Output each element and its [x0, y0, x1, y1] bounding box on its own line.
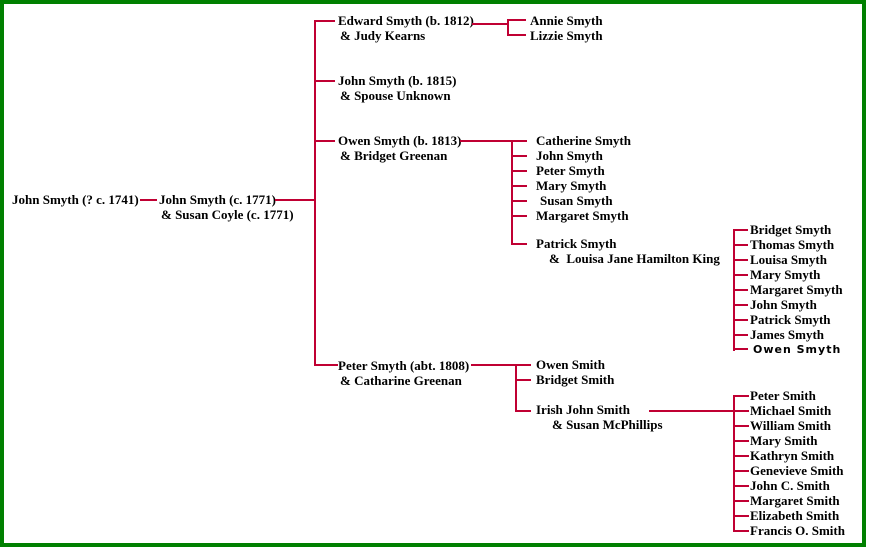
family-tree-frame: John Smyth (? c. 1741) John Smyth (c. 17… — [0, 0, 866, 547]
person-john-smyth-4: John Smyth — [750, 297, 817, 312]
person-bridget-smyth: Bridget Smyth — [750, 222, 832, 237]
person-james-smyth: James Smyth — [750, 327, 825, 342]
tick-peter-1808 — [315, 364, 338, 366]
tick-james-smyth — [733, 334, 748, 336]
person-patrick-smyth-4: Patrick Smyth — [750, 312, 831, 327]
tick-genevieve-smith — [733, 470, 749, 472]
person-bridget-smith: Bridget Smith — [536, 372, 615, 387]
tick-patrick — [511, 243, 527, 245]
tick-william-smith — [733, 425, 749, 427]
tick-john-1815 — [315, 80, 335, 82]
person-john-smyth-1815: John Smyth (b. 1815) — [338, 73, 457, 88]
tick-catherine — [511, 140, 527, 142]
tick-margaret-smyth-4 — [733, 289, 748, 291]
tick-mary — [511, 185, 527, 187]
connector-root-gen1 — [140, 199, 157, 201]
person-owen-smyth-1813: Owen Smyth (b. 1813) — [338, 133, 462, 148]
person-william-smith: William Smith — [750, 418, 832, 433]
tick-owen-smith — [515, 364, 531, 366]
tick-thomas-smyth — [733, 244, 748, 246]
person-margaret-smith: Margaret Smith — [750, 493, 840, 508]
person-genevieve-smith: Genevieve Smith — [750, 463, 844, 478]
spouse-judy-kearns: & Judy Kearns — [340, 28, 426, 43]
tick-susan — [511, 200, 527, 202]
person-peter-smith: Peter Smith — [750, 388, 816, 403]
person-peter-smyth-3: Peter Smyth — [536, 163, 605, 178]
tick-patrick-smyth-4 — [733, 319, 748, 321]
tick-louisa-smyth — [733, 259, 748, 261]
tick-margaret-smith — [733, 500, 749, 502]
person-mary-smyth-4: Mary Smyth — [750, 267, 821, 282]
person-owen-smyth-4: Owen Smyth — [753, 343, 842, 356]
person-elizabeth-smith: Elizabeth Smith — [750, 508, 840, 523]
person-lizzie-smyth: Lizzie Smyth — [530, 28, 603, 43]
person-patrick-smyth: Patrick Smyth — [536, 236, 617, 251]
connector-owen-children — [460, 140, 513, 142]
person-margaret-smyth-4: Margaret Smyth — [750, 282, 843, 297]
tick-peter-smith — [733, 395, 749, 397]
connector-peter-children — [471, 364, 517, 366]
person-catherine-smyth: Catherine Smyth — [536, 133, 631, 148]
person-john-smyth-3: John Smyth — [536, 148, 603, 163]
tick-bridget-smyth — [733, 229, 748, 231]
person-margaret-smyth-3: Margaret Smyth — [536, 208, 629, 223]
tick-john-c-smith — [733, 485, 749, 487]
tick-john — [511, 155, 527, 157]
tick-annie — [507, 19, 526, 21]
spouse-catharine-greenan: & Catharine Greenan — [340, 373, 462, 388]
spouse-susan-coyle: & Susan Coyle (c. 1771) — [161, 207, 294, 222]
spouse-louisa-king: & Louisa Jane Hamilton King — [549, 251, 720, 266]
person-owen-smith: Owen Smith — [536, 357, 605, 372]
person-john-smyth-1741: John Smyth (? c. 1741) — [12, 192, 139, 207]
tick-mary-smyth-4 — [733, 274, 748, 276]
person-louisa-smyth: Louisa Smyth — [750, 252, 827, 267]
tick-lizzie — [507, 34, 526, 36]
tick-peter — [511, 170, 527, 172]
person-annie-smyth: Annie Smyth — [530, 13, 603, 28]
tick-mary-smith — [733, 440, 749, 442]
connector-irish-john-children — [649, 410, 735, 412]
person-mary-smyth-3: Mary Smyth — [536, 178, 607, 193]
person-francis-o-smith: Francis O. Smith — [750, 523, 845, 538]
tick-edward — [315, 20, 335, 22]
tick-margaret — [511, 215, 527, 217]
spouse-unknown: & Spouse Unknown — [340, 88, 451, 103]
tick-francis-smith — [733, 530, 749, 532]
person-thomas-smyth: Thomas Smyth — [750, 237, 835, 252]
tick-kathryn-smith — [733, 455, 749, 457]
person-susan-smyth: Susan Smyth — [540, 193, 613, 208]
edward-children-bar — [507, 19, 509, 36]
person-peter-smyth-1808: Peter Smyth (abt. 1808) — [338, 358, 470, 373]
person-john-smyth-1771: John Smyth (c. 1771) — [159, 192, 277, 207]
person-mary-smith: Mary Smith — [750, 433, 818, 448]
connector-edward-children — [472, 23, 509, 25]
tick-john-smyth-4 — [733, 304, 748, 306]
tick-owen-smyth-4 — [733, 348, 748, 350]
person-michael-smith: Michael Smith — [750, 403, 832, 418]
irish-john-children-bar — [733, 395, 735, 532]
connector-gen1-bar — [275, 199, 316, 201]
spouse-bridget-greenan: & Bridget Greenan — [340, 148, 448, 163]
person-john-c-smith: John C. Smith — [750, 478, 830, 493]
peter-children-bar — [515, 364, 517, 412]
person-kathryn-smith: Kathryn Smith — [750, 448, 835, 463]
spouse-susan-mcphillips: & Susan McPhillips — [552, 417, 663, 432]
gen2-sibling-bar — [314, 20, 316, 366]
tick-elizabeth-smith — [733, 515, 749, 517]
person-edward-smyth: Edward Smyth (b. 1812) — [338, 13, 474, 28]
tick-michael-smith — [733, 410, 749, 412]
tick-bridget-smith — [515, 379, 531, 381]
tick-owen-1813 — [315, 140, 335, 142]
tick-irish-john — [515, 410, 531, 412]
owen-children-bar — [511, 140, 513, 245]
person-irish-john-smith: Irish John Smith — [536, 402, 630, 417]
